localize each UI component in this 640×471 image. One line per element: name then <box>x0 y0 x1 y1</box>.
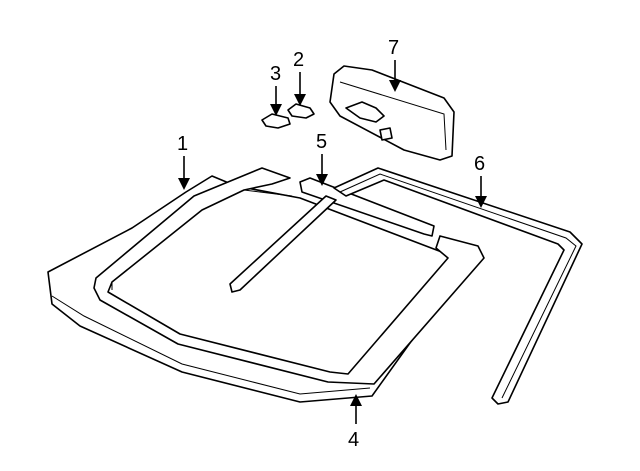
callout-3: 3 <box>270 63 282 116</box>
callout-7: 7 <box>388 37 401 92</box>
callout-2: 2 <box>293 49 306 106</box>
callout-2-label: 2 <box>293 49 304 71</box>
clip-part-3 <box>261 113 291 129</box>
callout-6-label: 6 <box>474 153 485 175</box>
callout-6: 6 <box>474 153 487 208</box>
rear-view-mirror <box>329 65 455 161</box>
clip-part-2 <box>287 103 315 119</box>
callout-1-label: 1 <box>177 133 188 155</box>
callout-7-label: 7 <box>388 37 399 59</box>
reveal-moulding <box>229 177 435 293</box>
callout-4-label: 4 <box>348 429 359 451</box>
lower-moulding <box>93 167 485 385</box>
callout-5: 5 <box>316 131 328 186</box>
callout-1: 1 <box>177 133 190 190</box>
callout-3-label: 3 <box>270 63 281 85</box>
callout-5-label: 5 <box>316 131 327 153</box>
upper-side-moulding <box>333 167 583 405</box>
callout-4: 4 <box>348 394 362 451</box>
windshield-glass <box>47 175 469 403</box>
